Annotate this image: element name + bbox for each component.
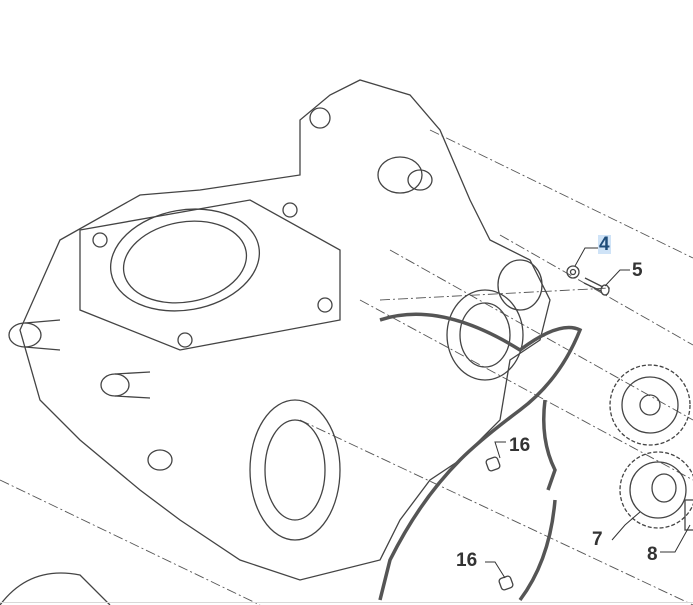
callout-label-screw[interactable]: 5 bbox=[632, 260, 643, 281]
gear-7-part bbox=[619, 451, 693, 529]
assembly-axis-lines bbox=[0, 129, 693, 605]
gear-8-part bbox=[684, 499, 693, 531]
dowel-lower-part bbox=[498, 575, 514, 591]
callout-label-dowel-lower[interactable]: 16 bbox=[456, 550, 478, 571]
gasket bbox=[378, 312, 583, 601]
gear-upper bbox=[609, 364, 691, 446]
washer-part bbox=[566, 265, 580, 279]
dowel-upper-part bbox=[485, 456, 501, 472]
callout-label-washer[interactable]: 4 bbox=[598, 234, 611, 255]
callout-label-gear-7[interactable]: 7 bbox=[592, 529, 603, 550]
bottom-border bbox=[0, 602, 693, 603]
crankcase-outline bbox=[19, 79, 551, 581]
callout-label-dowel-upper[interactable]: 16 bbox=[509, 435, 531, 456]
callout-label-gear-8[interactable]: 8 bbox=[647, 544, 658, 565]
screw-part bbox=[583, 277, 604, 292]
